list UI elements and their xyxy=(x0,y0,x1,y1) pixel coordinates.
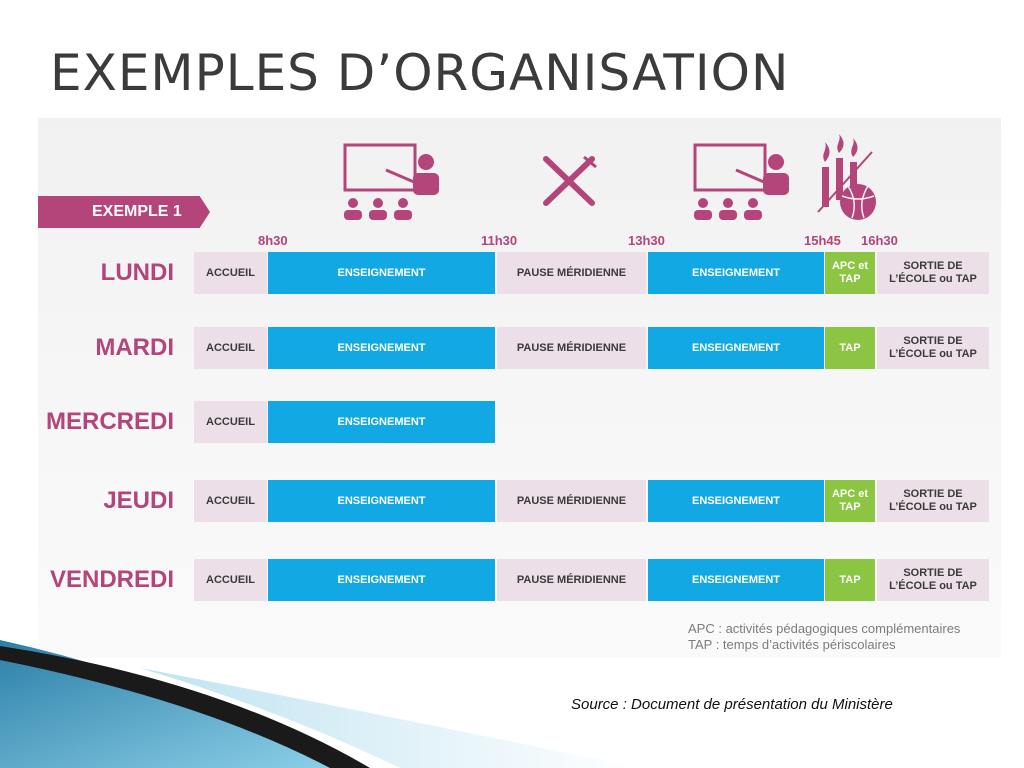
enseignement-block: ENSEIGNEMENT xyxy=(268,327,495,369)
accueil-block: ACCUEIL xyxy=(194,480,267,522)
apc-tap-block: APC et TAP xyxy=(825,252,875,294)
time-marker-15h45: 15h45 xyxy=(804,233,841,248)
time-marker-13h30: 13h30 xyxy=(628,233,665,248)
sortie-block: SORTIE DE L’ÉCOLE ou TAP xyxy=(877,480,989,522)
pause-meridienne-block: PAUSE MÉRIDIENNE xyxy=(497,252,646,294)
knife-fork-icon xyxy=(543,155,597,206)
pause-meridienne-block: PAUSE MÉRIDIENNE xyxy=(497,480,646,522)
sortie-block: SORTIE DE L’ÉCOLE ou TAP xyxy=(877,559,989,601)
enseignement-block: ENSEIGNEMENT xyxy=(268,480,495,522)
sports-activities-icon xyxy=(817,134,876,220)
enseignement-block: ENSEIGNEMENT xyxy=(648,252,824,294)
accueil-block: ACCUEIL xyxy=(194,327,267,369)
day-label: MERCREDI xyxy=(45,408,174,435)
day-label: JEUDI xyxy=(103,487,174,514)
time-marker-8h30: 8h30 xyxy=(258,233,288,248)
enseignement-block: ENSEIGNEMENT xyxy=(268,559,495,601)
day-label: LUNDI xyxy=(100,259,174,286)
sortie-block: SORTIE DE L’ÉCOLE ou TAP xyxy=(877,252,989,294)
time-marker-11h30: 11h30 xyxy=(481,233,518,248)
decorative-swoosh xyxy=(0,640,640,768)
time-marker-16h30: 16h30 xyxy=(861,233,898,248)
day-label: VENDREDI xyxy=(49,566,174,593)
accueil-block: ACCUEIL xyxy=(194,401,267,443)
day-label: MARDI xyxy=(95,334,174,361)
apc-tap-block: TAP xyxy=(825,559,875,601)
sortie-block: SORTIE DE L’ÉCOLE ou TAP xyxy=(877,327,989,369)
example-badge: EXEMPLE 1 xyxy=(38,196,210,228)
enseignement-block: ENSEIGNEMENT xyxy=(268,252,495,294)
teacher-board-icon xyxy=(343,143,439,220)
legend-apc: APC : activités pédagogiques complémenta… xyxy=(688,621,961,636)
enseignement-block: ENSEIGNEMENT xyxy=(648,480,824,522)
apc-tap-block: APC et TAP xyxy=(825,480,875,522)
enseignement-block: ENSEIGNEMENT xyxy=(268,401,495,443)
source-note: Source : Document de présentation du Min… xyxy=(571,696,893,713)
enseignement-block: ENSEIGNEMENT xyxy=(648,327,824,369)
pause-meridienne-block: PAUSE MÉRIDIENNE xyxy=(497,559,646,601)
pause-meridienne-block: PAUSE MÉRIDIENNE xyxy=(497,327,646,369)
accueil-block: ACCUEIL xyxy=(194,252,267,294)
legend-tap: TAP : temps d’activités périscolaires xyxy=(688,637,896,652)
slide-title: EXEMPLES D’ORGANISATION xyxy=(50,44,790,102)
apc-tap-block: TAP xyxy=(825,327,875,369)
accueil-block: ACCUEIL xyxy=(194,559,267,601)
teacher-board-icon xyxy=(693,143,789,220)
enseignement-block: ENSEIGNEMENT xyxy=(648,559,824,601)
